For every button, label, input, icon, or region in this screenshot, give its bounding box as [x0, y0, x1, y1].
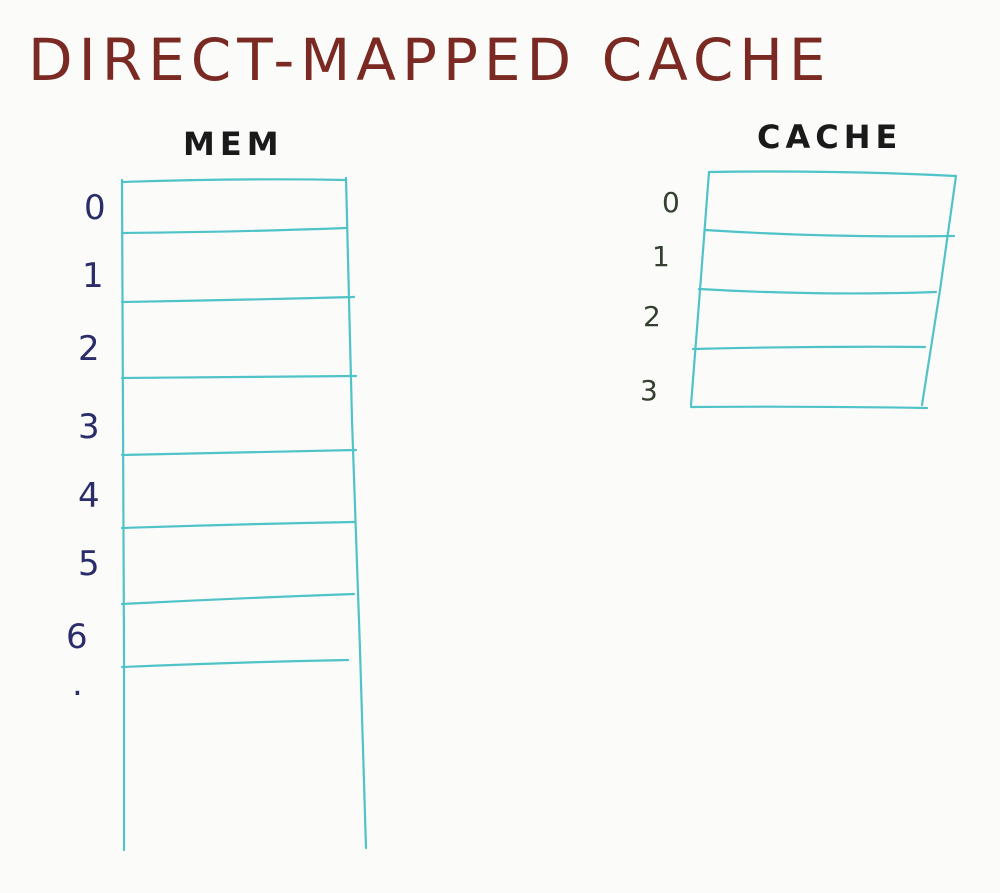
memory-index-3: 3	[78, 407, 100, 447]
memory-index-0: 0	[84, 188, 106, 228]
memory-index-6: 6	[66, 617, 88, 657]
cache-right-edge	[920, 174, 958, 407]
memory-left-edge	[120, 178, 126, 852]
memory-right-edge	[344, 176, 368, 850]
memory-row-line	[120, 295, 356, 304]
memory-row-line	[120, 520, 356, 530]
cache-grid	[689, 170, 958, 410]
memory-index-1: 1	[82, 256, 104, 296]
cache-row-line	[689, 405, 929, 410]
memory-index-5: 5	[78, 544, 100, 584]
memory-index-4: 4	[78, 476, 100, 516]
memory-block: MEM 0 1 2 3 4 5 6 .	[66, 125, 368, 852]
cache-row-line	[697, 287, 938, 295]
cache-index-0: 0	[662, 186, 680, 219]
memory-row-line	[120, 178, 348, 184]
memory-row-line	[120, 592, 356, 606]
cache-index-2: 2	[643, 300, 661, 333]
cache-index-1: 1	[652, 240, 670, 273]
cache-row-line	[703, 228, 956, 238]
cache-index-3: 3	[640, 374, 658, 407]
cache-row-line	[707, 170, 958, 178]
cache-indices: 0 1 2 3	[640, 186, 680, 407]
memory-row-line	[120, 658, 350, 669]
cache-block: CACHE 0 1 2 3	[640, 118, 958, 410]
memory-row-line	[120, 448, 358, 457]
cache-header: CACHE	[757, 118, 902, 156]
memory-index-2: 2	[78, 329, 100, 369]
memory-index-ellipsis: .	[72, 664, 83, 704]
memory-row-line	[120, 226, 348, 235]
memory-row-line	[120, 374, 358, 380]
memory-grid	[120, 176, 368, 852]
memory-indices: 0 1 2 3 4 5 6 .	[66, 188, 106, 704]
memory-header: MEM	[183, 125, 284, 163]
diagram-title: DIRECT-MAPPED CACHE	[28, 26, 832, 94]
cache-row-line	[691, 345, 927, 351]
